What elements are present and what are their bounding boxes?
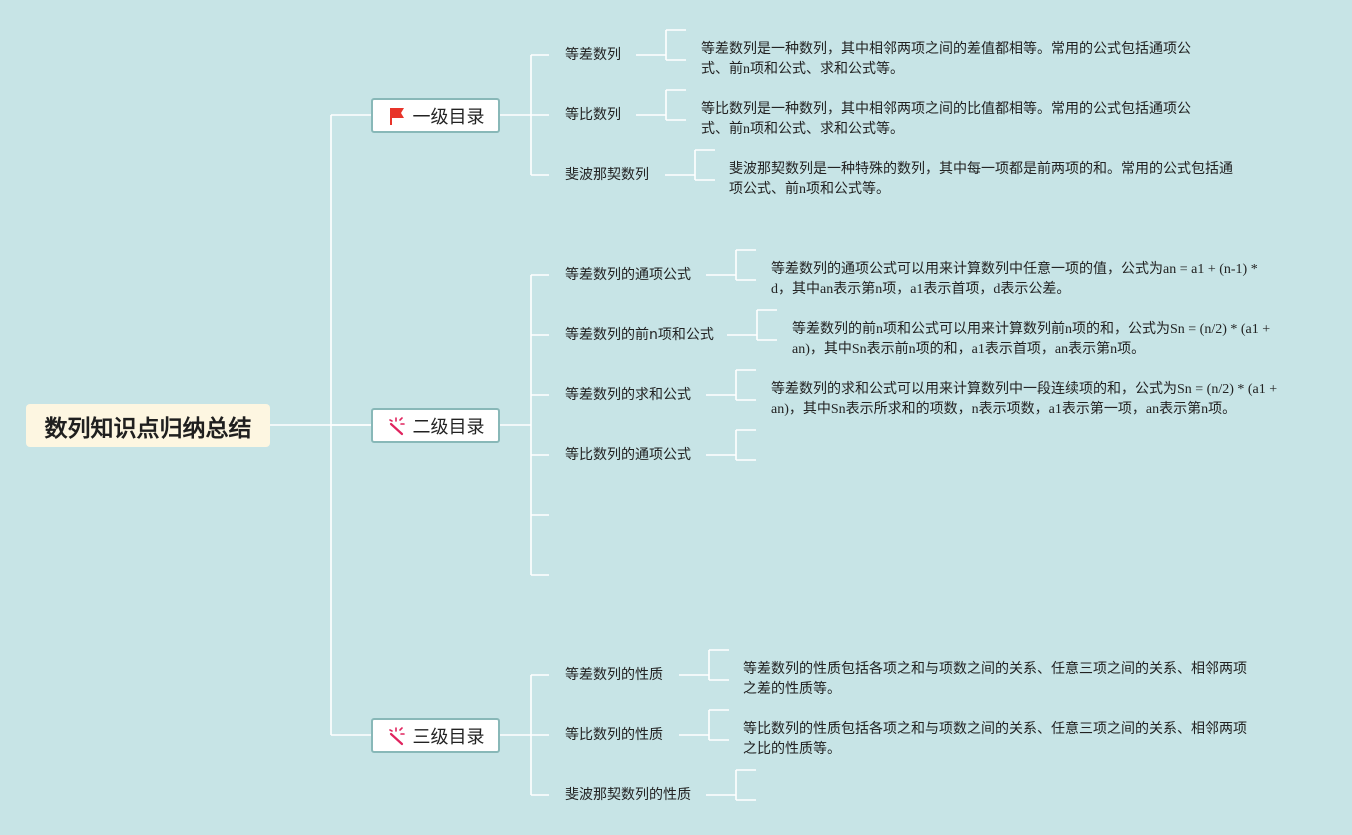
topic-description: 等比数列是一种数列，其中相邻两项之间的比值都相等。常用的公式包括通项公式、前n项… — [701, 102, 1191, 137]
topic-description: 斐波那契数列是一种特殊的数列，其中每一项都是前两项的和。常用的公式包括通项公式、… — [729, 162, 1233, 197]
branch-node-2[interactable]: 二级目录 — [371, 408, 500, 443]
topic-label[interactable]: 等差数列的求和公式 — [565, 387, 691, 403]
topic-label[interactable]: 等比数列的通项公式 — [565, 447, 691, 463]
magic-wand-icon — [388, 726, 405, 745]
branch-label: 二级目录 — [412, 416, 485, 438]
branch-node-1[interactable]: 一级目录 — [371, 98, 500, 133]
topic-label[interactable]: 斐波那契数列 — [565, 167, 649, 183]
topic-label[interactable]: 斐波那契数列的性质 — [565, 787, 691, 803]
root-topic[interactable]: 数列知识点归纳总结 — [26, 404, 270, 447]
root-title: 数列知识点归纳总结 — [44, 415, 252, 442]
topic-label[interactable]: 等比数列 — [565, 107, 621, 123]
topic-description: 等差数列的求和公式可以用来计算数列中一段连续项的和，公式为Sn = (n/2) … — [771, 382, 1278, 417]
topic-label[interactable]: 等差数列的性质 — [565, 667, 663, 683]
red-flag-icon — [389, 107, 404, 125]
branch-label: 一级目录 — [412, 106, 485, 128]
topic-description: 等差数列的前n项和公式可以用来计算数列前n项的和，公式为Sn = (n/2) *… — [792, 322, 1271, 357]
topic-description: 等差数列是一种数列，其中相邻两项之间的差值都相等。常用的公式包括通项公式、前n项… — [701, 42, 1191, 77]
branch-node-3[interactable]: 三级目录 — [371, 718, 500, 753]
topic-description: 等差数列的性质包括各项之和与项数之间的关系、任意三项之间的关系、相邻两项之差的性… — [743, 662, 1247, 697]
topic-label[interactable]: 等差数列的通项公式 — [565, 267, 691, 283]
topic-label[interactable]: 等差数列的前n项和公式 — [565, 327, 714, 343]
topic-description: 等差数列的通项公式可以用来计算数列中任意一项的值，公式为an = a1 + (n… — [771, 262, 1258, 297]
topic-description: 等比数列的性质包括各项之和与项数之间的关系、任意三项之间的关系、相邻两项之比的性… — [743, 722, 1247, 757]
topic-label[interactable]: 等比数列的性质 — [565, 727, 663, 743]
magic-wand-icon — [388, 416, 405, 435]
topic-label[interactable]: 等差数列 — [565, 47, 621, 63]
branch-label: 三级目录 — [412, 726, 485, 748]
